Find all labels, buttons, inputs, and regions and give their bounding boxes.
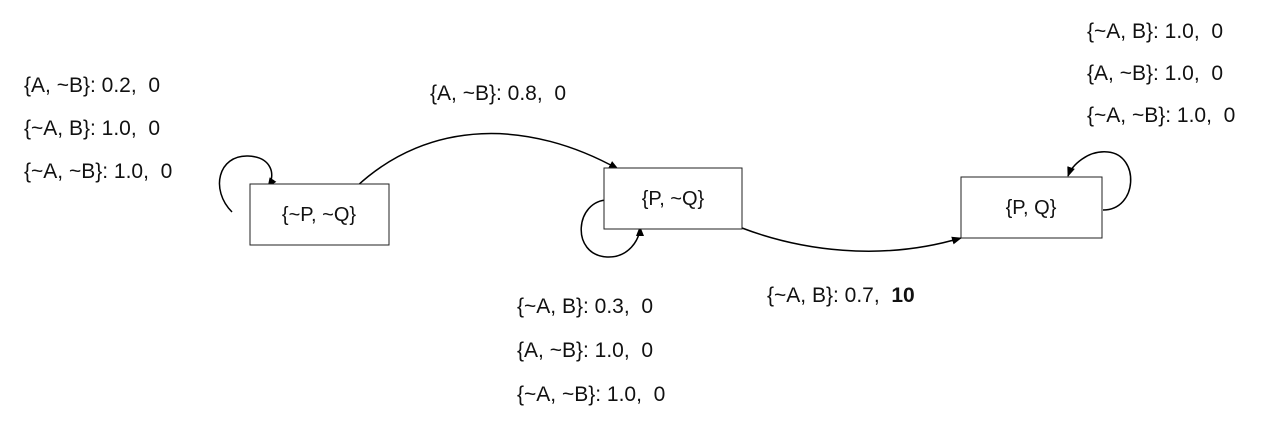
edge-s1-to-s2 — [355, 132, 619, 188]
edge-s2-to-s3 — [741, 227, 962, 252]
transition-label-s1-to-s2: {A, ~B}: 0.8, 0 — [430, 82, 566, 105]
transition-label-prefix: {~A, B}: 0.7, — [767, 284, 891, 307]
transition-label: {A, ~B}: 1.0, 0 — [1087, 62, 1223, 85]
transition-label: {~A, ~B}: 1.0, 0 — [517, 383, 665, 406]
state-label: {P, ~Q} — [642, 188, 705, 210]
transition-label: {~A, ~B}: 1.0, 0 — [24, 160, 172, 183]
transition-label: {A, ~B}: 0.2, 0 — [24, 74, 160, 97]
state-p-q: {P, Q} — [960, 176, 1103, 239]
reward-value: 10 — [891, 284, 914, 307]
self-loop-edge-s1 — [218, 155, 277, 213]
transition-label: {~A, B}: 0.3, 0 — [517, 295, 653, 318]
self-loop-edge-s2 — [580, 199, 644, 258]
self-loop-edge-s3 — [1067, 151, 1132, 211]
transition-label: {~A, ~B}: 1.0, 0 — [1087, 104, 1235, 127]
transition-label-group-s1-self: {A, ~B}: 0.2, 0 {~A, B}: 1.0, 0 {~A, ~B}… — [24, 74, 172, 183]
state-not-p-not-q: {~P, ~Q} — [249, 183, 390, 246]
state-p-not-q: {P, ~Q} — [603, 167, 743, 230]
state-label: {~P, ~Q} — [282, 204, 356, 226]
transition-label: {~A, B}: 1.0, 0 — [1087, 20, 1223, 43]
transition-label: {~A, B}: 1.0, 0 — [24, 117, 160, 140]
state-label: {P, Q} — [1006, 197, 1057, 219]
transition-label-s2-to-s3: {~A, B}: 0.7, 10 — [767, 284, 915, 307]
transition-label-group-s3-self: {~A, B}: 1.0, 0 {A, ~B}: 1.0, 0 {~A, ~B}… — [1087, 20, 1235, 127]
transition-label-group-s2-self: {~A, B}: 0.3, 0 {A, ~B}: 1.0, 0 {~A, ~B}… — [517, 295, 665, 406]
transition-label: {A, ~B}: 1.0, 0 — [517, 339, 653, 362]
